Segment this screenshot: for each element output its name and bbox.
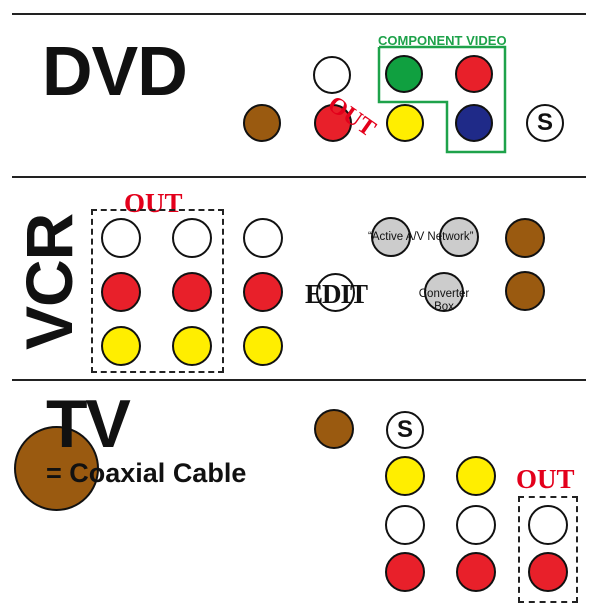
vcr-yellow-jack-1[interactable] <box>101 326 141 366</box>
vcr-yellow-jack-2[interactable] <box>172 326 212 366</box>
vcr-tv-divider <box>12 379 586 381</box>
svideo-label: S <box>536 109 553 136</box>
tv-out-label: OUT <box>516 464 575 494</box>
tv-red-jack-1[interactable] <box>385 552 425 592</box>
dvd-component-blue-jack[interactable] <box>455 104 493 142</box>
coaxial-legend-jack <box>14 426 99 511</box>
dvd-component-green-jack[interactable] <box>385 55 423 93</box>
vcr-edit-jack[interactable] <box>316 273 355 312</box>
tv-out-red-jack[interactable] <box>528 552 568 592</box>
vcr-network-jack-1[interactable] <box>371 217 411 257</box>
component-video-outline <box>377 45 507 154</box>
component-video-label: COMPONENT VIDEO <box>378 33 507 48</box>
vcr-network-jack-2[interactable] <box>439 217 479 257</box>
tv-out-white-jack[interactable] <box>528 505 568 545</box>
vcr-edit-label: EDIT <box>305 279 368 309</box>
vcr-converter-jack[interactable] <box>424 272 464 312</box>
svideo-label: S <box>396 416 413 443</box>
vcr-red-jack-1[interactable] <box>101 272 141 312</box>
dvd-white-jack[interactable] <box>313 56 351 94</box>
tv-title: TV <box>46 386 131 462</box>
dvd-vcr-divider <box>12 176 586 178</box>
dvd-red-jack[interactable] <box>314 104 352 142</box>
tv-svideo-jack[interactable]: S <box>386 411 424 449</box>
vcr-yellow-jack-3[interactable] <box>243 326 283 366</box>
tv-yellow-jack-1[interactable] <box>385 456 425 496</box>
vcr-converter-label: Converter Box <box>418 288 470 313</box>
vcr-white-jack-3[interactable] <box>243 218 283 258</box>
vcr-network-label: “Active A/V Network” <box>368 231 474 243</box>
tv-red-jack-2[interactable] <box>456 552 496 592</box>
tv-out-box <box>518 496 578 603</box>
dvd-svideo-jack[interactable]: S <box>526 104 564 142</box>
vcr-out-label: OUT <box>124 188 183 218</box>
vcr-coax-jack-2[interactable] <box>505 271 545 311</box>
tv-coax-jack[interactable] <box>314 409 354 449</box>
vcr-red-jack-2[interactable] <box>172 272 212 312</box>
vcr-white-jack-1[interactable] <box>101 218 141 258</box>
top-divider <box>12 13 586 15</box>
coaxial-legend-label: = Coaxial Cable <box>46 458 247 488</box>
dvd-coax-jack[interactable] <box>243 104 281 142</box>
vcr-out-box <box>91 209 224 373</box>
vcr-red-jack-3[interactable] <box>243 272 283 312</box>
vcr-coax-jack-1[interactable] <box>505 218 545 258</box>
tv-yellow-jack-2[interactable] <box>456 456 496 496</box>
tv-white-jack-2[interactable] <box>456 505 496 545</box>
tv-white-jack-1[interactable] <box>385 505 425 545</box>
dvd-yellow-jack[interactable] <box>386 104 424 142</box>
vcr-white-jack-2[interactable] <box>172 218 212 258</box>
dvd-title: DVD <box>42 32 188 110</box>
dvd-component-red-jack[interactable] <box>455 55 493 93</box>
vcr-title: VCR <box>12 213 86 350</box>
